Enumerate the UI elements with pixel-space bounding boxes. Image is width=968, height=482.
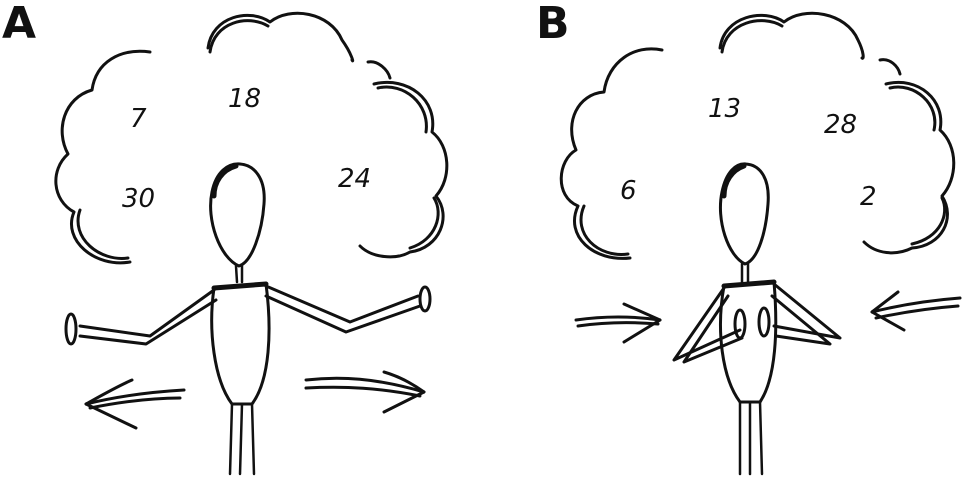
panel-label: A (2, 0, 36, 49)
number-label: 30 (122, 184, 156, 214)
figure-arms-closed-illustration (559, 11, 962, 476)
figure (64, 162, 432, 476)
figure-arms-open-illustration (54, 11, 449, 476)
figure (672, 162, 842, 476)
number-label: 24 (338, 164, 372, 194)
thought-cloud (559, 11, 956, 260)
panel-a: A (2, 0, 449, 476)
number-label: 7 (130, 104, 147, 134)
number-label: 13 (708, 94, 742, 124)
number-label: 6 (620, 176, 637, 206)
number-label: 18 (228, 84, 262, 114)
panel-b: B (484, 0, 968, 482)
inward-arrows (574, 290, 962, 344)
number-label: 2 (860, 182, 877, 212)
thought-cloud (54, 11, 449, 265)
panel-label: B (536, 0, 570, 49)
number-label: 28 (824, 110, 858, 140)
outward-arrows (84, 370, 426, 430)
